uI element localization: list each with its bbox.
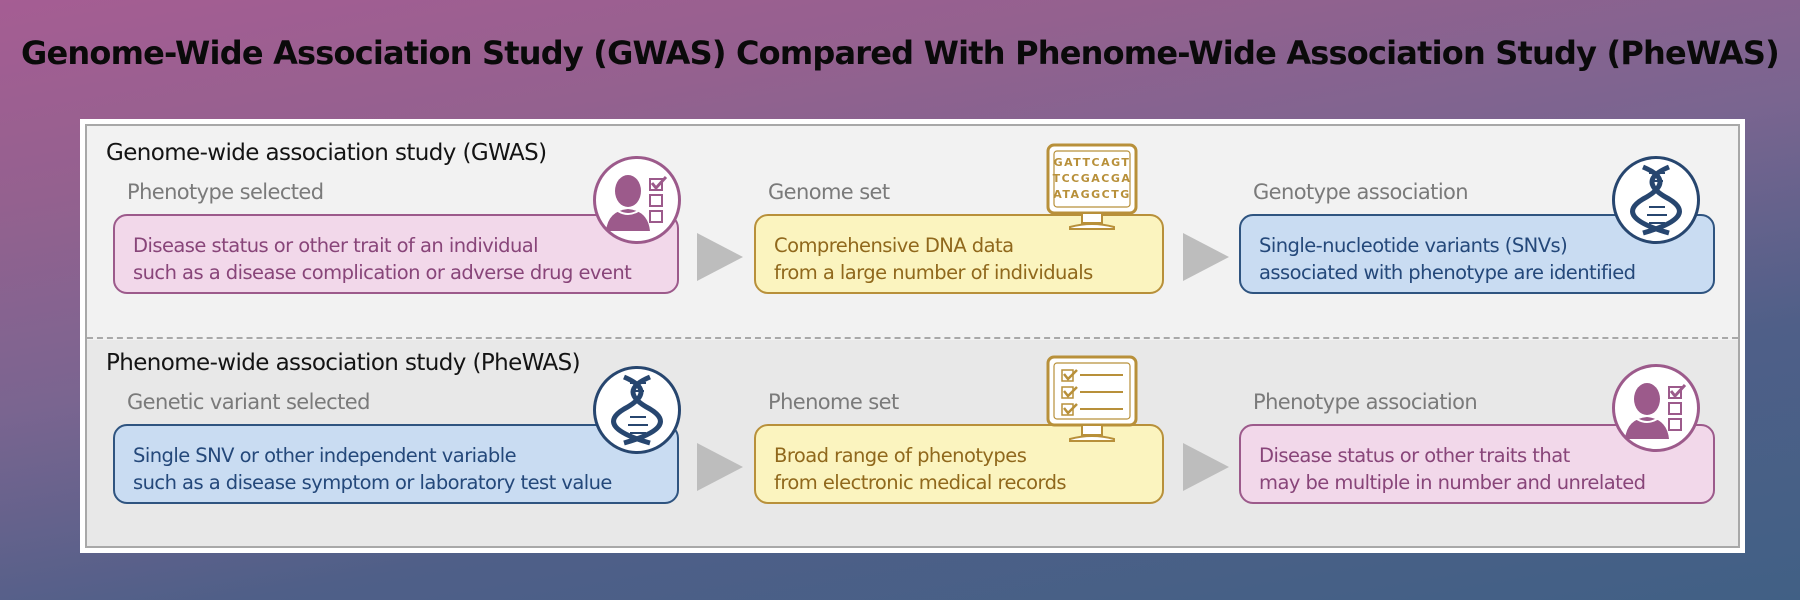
box-text-line: such as a disease symptom or laboratory … — [133, 471, 612, 494]
step-label: Genotype association — [1253, 180, 1469, 204]
box-text-line: from a large number of individuals — [774, 261, 1093, 284]
step-label: Genome set — [768, 180, 890, 204]
dna-sequence-line: GATTCAGT — [1054, 156, 1131, 169]
page-title: Genome-Wide Association Study (GWAS) Com… — [21, 34, 1780, 72]
monitor-checklist-icon — [1046, 355, 1138, 447]
section-divider — [87, 337, 1738, 339]
step-label: Phenome set — [768, 390, 899, 414]
phewas-section: Phenome-wide association study (PheWAS) … — [87, 340, 1738, 546]
box-text-line: Single-nucleotide variants (SNVs) — [1259, 234, 1568, 257]
box-text-line: Single SNV or other independent variable — [133, 444, 517, 467]
dna-sequence-line: ATAGGCTG — [1053, 188, 1130, 201]
phewas-section-title: Phenome-wide association study (PheWAS) — [106, 350, 581, 376]
phenome-box: Broad range of phenotypes from electroni… — [754, 424, 1164, 504]
step-label: Genetic variant selected — [127, 390, 370, 414]
dna-sequence-line: TCCGACGA — [1053, 172, 1132, 185]
diagram-panel: Genome-wide association study (GWAS) Phe… — [85, 124, 1740, 548]
gwas-section-title: Genome-wide association study (GWAS) — [106, 140, 547, 166]
step-label: Phenotype selected — [127, 180, 324, 204]
diagram-frame: Genome-wide association study (GWAS) Phe… — [80, 119, 1745, 553]
box-text-line: from electronic medical records — [774, 471, 1067, 494]
step-label: Phenotype association — [1253, 390, 1478, 414]
box-text-line: such as a disease complication or advers… — [133, 261, 632, 284]
dna-helix-icon — [593, 366, 681, 454]
flow-arrow — [1183, 233, 1229, 281]
dna-helix-icon — [1612, 156, 1700, 244]
box-text-line: may be multiple in number and unrelated — [1259, 471, 1646, 494]
gwas-section: Genome-wide association study (GWAS) Phe… — [87, 126, 1738, 338]
box-text-line: Disease status or other traits that — [1259, 444, 1570, 467]
phenotype-box: Disease status or other trait of an indi… — [113, 214, 679, 294]
person-checklist-icon — [593, 156, 681, 244]
box-text-line: Comprehensive DNA data — [774, 234, 1014, 257]
person-checklist-icon — [1612, 364, 1700, 452]
box-text-line: associated with phenotype are identified — [1259, 261, 1636, 284]
box-text-line: Broad range of phenotypes — [774, 444, 1027, 467]
genetic-variant-box: Single SNV or other independent variable… — [113, 424, 679, 504]
box-text-line: Disease status or other trait of an indi… — [133, 234, 539, 257]
flow-arrow — [697, 443, 743, 491]
flow-arrow — [1183, 443, 1229, 491]
monitor-dna-sequence-icon: GATTCAGT TCCGACGA ATAGGCTG — [1046, 143, 1138, 235]
flow-arrow — [697, 233, 743, 281]
